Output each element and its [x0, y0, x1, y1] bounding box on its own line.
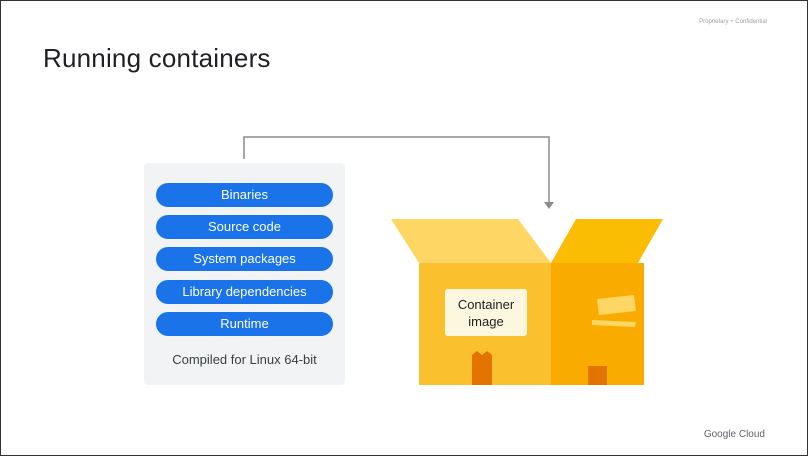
contents-panel: Binaries Source code System packages Lib…	[144, 163, 345, 385]
box-tape-left	[472, 355, 492, 385]
pill-runtime: Runtime	[156, 312, 333, 336]
pill-source-code: Source code	[156, 215, 333, 239]
box-shipping-label	[597, 295, 636, 315]
container-image-label: Container image	[445, 289, 527, 336]
box-left-flap	[391, 219, 551, 263]
pill-binaries: Binaries	[156, 183, 333, 207]
google-cloud-logo: Google Cloud	[703, 429, 765, 440]
box-right-flap	[551, 219, 663, 263]
box-tape-right	[588, 366, 607, 385]
confidential-notice: Proprietary + Confidential	[699, 19, 767, 25]
container-box-icon	[391, 219, 663, 385]
pill-system-packages: System packages	[156, 247, 333, 271]
panel-caption: Compiled for Linux 64-bit	[172, 352, 317, 367]
arrow-head-icon	[544, 202, 554, 209]
slide-title: Running containers	[43, 43, 271, 73]
pill-library-dependencies: Library dependencies	[156, 280, 333, 304]
